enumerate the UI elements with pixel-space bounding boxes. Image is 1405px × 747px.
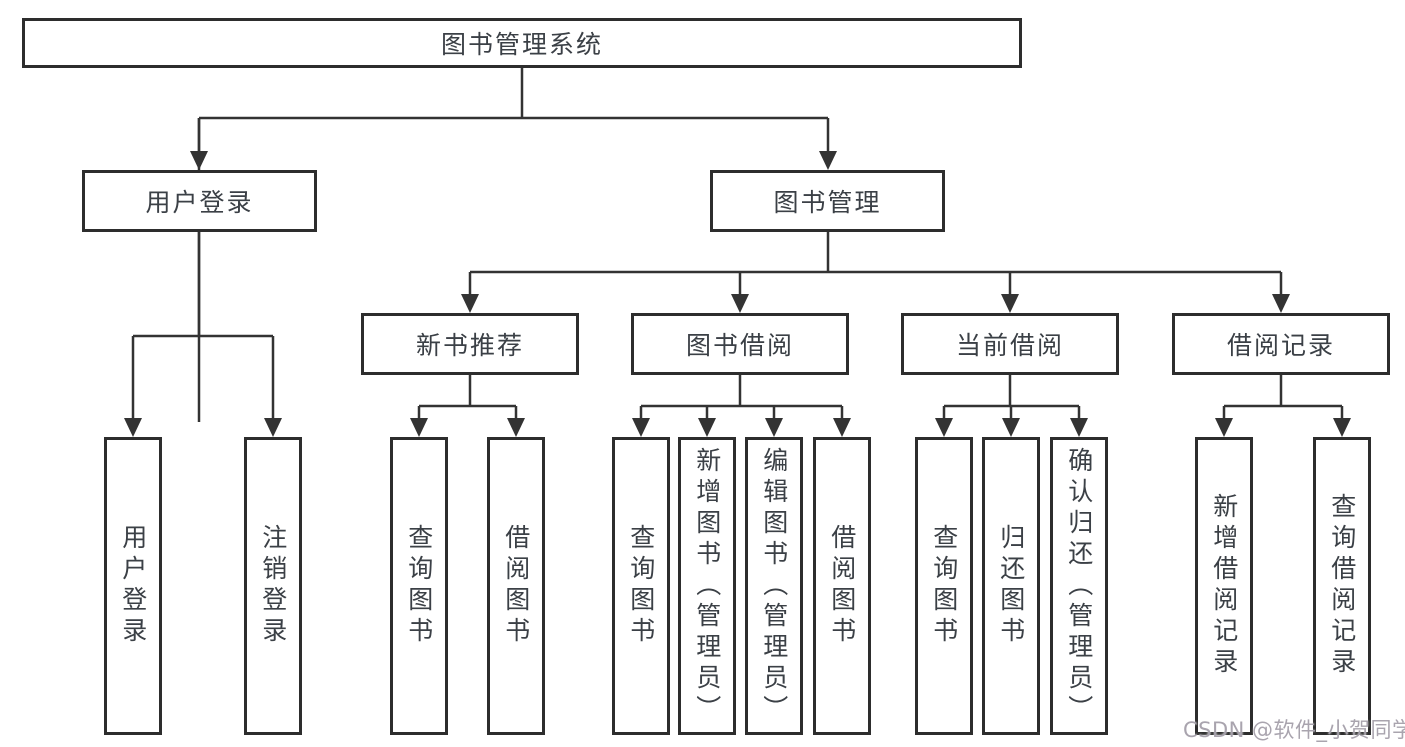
node-user-login: 用户登录 (82, 170, 317, 232)
node-label: 借阅图书 (501, 524, 531, 648)
node-label: 查询图书 (404, 524, 434, 648)
node-label: 新增借阅记录 (1209, 493, 1239, 679)
node-label: 归还图书 (996, 524, 1026, 648)
node-label: 借阅图书 (827, 524, 857, 648)
node-label: 当前借阅 (955, 331, 1064, 360)
node-label: 确认归还（管理员） (1064, 446, 1094, 726)
node-label: 图书借阅 (685, 331, 794, 360)
leaf-borrow-books-1: 借阅图书 (487, 437, 545, 735)
node-label: 图书管理 (773, 188, 882, 217)
leaf-logout: 注销登录 (244, 437, 302, 735)
leaf-query-books-1: 查询图书 (390, 437, 448, 735)
leaf-return-book: 归还图书 (982, 437, 1040, 735)
leaf-confirm-return-admin: 确认归还（管理员） (1050, 437, 1108, 735)
leaf-query-books-2: 查询图书 (612, 437, 670, 735)
leaf-user-login: 用户登录 (104, 437, 162, 735)
node-label: 编辑图书（管理员） (759, 446, 789, 726)
node-borrowing-records: 借阅记录 (1172, 313, 1390, 375)
leaf-add-borrow-record: 新增借阅记录 (1195, 437, 1253, 735)
node-label: 查询借阅记录 (1327, 493, 1357, 679)
leaf-query-borrow-record: 查询借阅记录 (1313, 437, 1371, 735)
node-new-book-recommend: 新书推荐 (361, 313, 579, 375)
node-label: 注销登录 (258, 524, 288, 648)
node-label: 查询图书 (929, 524, 959, 648)
node-book-management: 图书管理 (710, 170, 945, 232)
node-label: 用户登录 (145, 188, 254, 217)
node-current-borrowing: 当前借阅 (901, 313, 1119, 375)
csdn-watermark: CSDN @软件_小贺同学 (1183, 718, 1405, 742)
leaf-borrow-books-2: 借阅图书 (813, 437, 871, 735)
node-label: 图书管理系统 (440, 30, 603, 59)
node-label: 借阅记录 (1226, 331, 1335, 360)
node-label: 新书推荐 (415, 331, 524, 360)
leaf-add-book-admin: 新增图书（管理员） (678, 437, 736, 735)
node-label: 查询图书 (626, 524, 656, 648)
leaf-query-books-3: 查询图书 (915, 437, 973, 735)
node-system-root: 图书管理系统 (22, 18, 1022, 68)
node-label: 新增图书（管理员） (692, 446, 722, 726)
leaf-edit-book-admin: 编辑图书（管理员） (745, 437, 803, 735)
node-book-borrowing: 图书借阅 (631, 313, 849, 375)
node-label: 用户登录 (118, 524, 148, 648)
